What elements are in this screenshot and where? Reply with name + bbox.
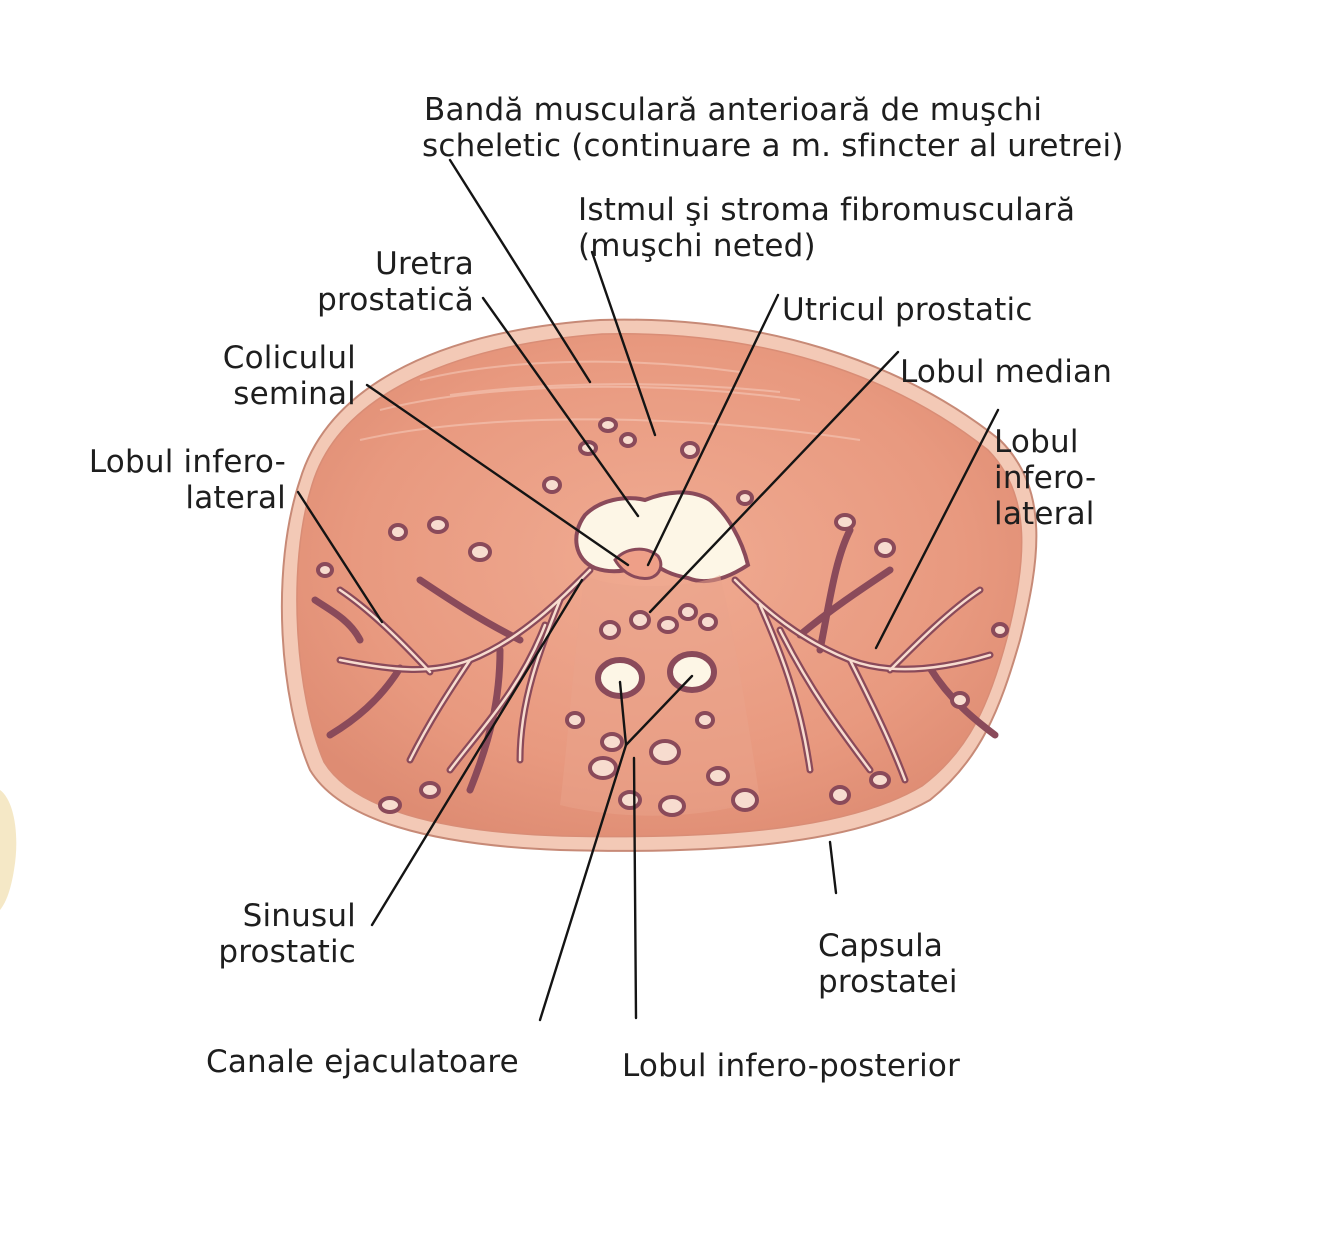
label-sinusul-line2: prostatic bbox=[218, 934, 356, 970]
leader-banda bbox=[448, 158, 592, 384]
label-banda-line1: Bandă musculară anterioară de muşchi bbox=[424, 92, 1043, 128]
anterior-muscle-band-streaks bbox=[359, 360, 861, 441]
leader-canale-3 bbox=[618, 680, 628, 747]
leader-lines bbox=[296, 158, 1000, 1022]
label-lobul-inferolateral-right-line1: Lobul bbox=[994, 424, 1079, 460]
gland-acini bbox=[316, 417, 1009, 817]
ejaculatory-ducts bbox=[595, 651, 717, 699]
label-istmul-line2: (muşchi neted) bbox=[578, 228, 816, 264]
label-capsula-prostatei: Capsula prostatei bbox=[818, 928, 958, 1000]
leader-utricul bbox=[646, 293, 780, 567]
label-coliculul-line2: seminal bbox=[233, 376, 356, 412]
leader-lobul-inferolateral-left bbox=[296, 490, 384, 624]
label-sinusul-line1: Sinusul bbox=[242, 898, 356, 934]
label-lobul-inferoposterior-line1: Lobul infero-posterior bbox=[622, 1048, 961, 1084]
label-lobul-inferolateral-right-line3: lateral bbox=[994, 496, 1095, 532]
left-gland-lumens bbox=[338, 568, 592, 772]
label-sinusul-prostatic: Sinusul prostatic bbox=[206, 898, 356, 970]
edge-fragment bbox=[0, 790, 17, 910]
label-banda-musculara: Bandă musculară anterioară de muşchi sch… bbox=[422, 92, 1124, 164]
leader-lobul-inferoposterior bbox=[632, 756, 638, 1020]
label-canale-ejaculatoare: Canale ejaculatoare bbox=[206, 1044, 519, 1080]
label-banda-line2: scheletic (continuare a m. sfincter al u… bbox=[422, 128, 1124, 164]
leader-sinusul bbox=[370, 578, 584, 927]
label-utricul-line1: Utricul prostatic bbox=[782, 292, 1033, 328]
label-lobul-inferolateral-left-line1: Lobul infero- bbox=[88, 444, 286, 480]
label-coliculul-seminal: Coliculul seminal bbox=[196, 340, 356, 412]
label-utricul-prostatic: Utricul prostatic bbox=[782, 292, 1033, 328]
leader-uretra bbox=[481, 296, 640, 518]
label-lobul-inferolateral-right: Lobul infero- lateral bbox=[994, 424, 1096, 532]
label-istmul: Istmul şi stroma fibromusculară (muşchi … bbox=[578, 192, 1075, 264]
label-canale-line1: Canale ejaculatoare bbox=[206, 1044, 519, 1080]
label-uretra-line2: prostatică bbox=[317, 282, 474, 318]
leader-lobul-median bbox=[648, 350, 900, 614]
leader-capsula bbox=[828, 840, 838, 895]
right-gland-lumens bbox=[733, 578, 992, 782]
leader-canale-1 bbox=[538, 743, 628, 1022]
leader-lobul-inferolateral-right bbox=[874, 408, 1000, 650]
label-capsula-line1: Capsula bbox=[818, 928, 944, 964]
label-uretra-prostatica: Uretra prostatică bbox=[310, 246, 474, 318]
label-lobul-inferolateral-right-line2: infero- bbox=[994, 460, 1097, 496]
leader-coliculul bbox=[365, 383, 630, 567]
leader-canale-2 bbox=[624, 674, 694, 747]
label-lobul-inferolateral-left-line2: lateral bbox=[185, 480, 286, 516]
label-coliculul-line1: Coliculul bbox=[222, 340, 356, 376]
leader-istmul bbox=[590, 250, 657, 437]
fibromuscular-stroma bbox=[296, 332, 1023, 838]
label-istmul-line1: Istmul şi stroma fibromusculară bbox=[578, 192, 1076, 228]
label-lobul-median-line1: Lobul median bbox=[900, 354, 1113, 390]
label-uretra-line1: Uretra bbox=[375, 246, 474, 282]
label-lobul-median: Lobul median bbox=[900, 354, 1112, 390]
label-capsula-line2: prostatei bbox=[818, 964, 958, 1000]
seminal-colliculus bbox=[613, 547, 663, 580]
label-lobul-inferolateral-left: Lobul infero- lateral bbox=[68, 444, 286, 516]
label-lobul-inferoposterior: Lobul infero-posterior bbox=[622, 1048, 960, 1084]
